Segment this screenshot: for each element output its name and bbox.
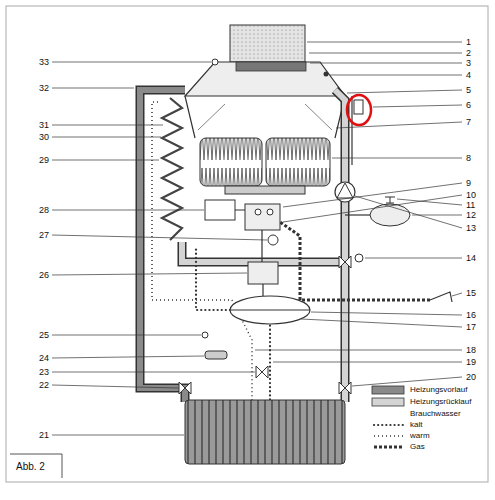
callout-number: 6 [466, 101, 471, 110]
callout-number: 18 [466, 346, 476, 355]
pump-symbol [337, 183, 353, 198]
expansion-vessel [370, 204, 410, 226]
callout-number: 3 [466, 59, 471, 68]
legend-text: warm [410, 432, 430, 440]
legend-text: Brauchwasser [410, 410, 461, 418]
radiator [185, 400, 345, 464]
callout-number: 24 [39, 354, 49, 363]
callout-number: 23 [39, 368, 49, 377]
callout-number: 27 [39, 231, 49, 240]
callout-number: 10 [466, 191, 476, 200]
callout-number: 31 [39, 121, 49, 130]
burner-manifold [225, 186, 305, 194]
callout-number: 14 [466, 254, 476, 263]
chamber-wall [185, 96, 345, 138]
gas-tap [430, 292, 452, 302]
legend-sample [374, 435, 404, 437]
return-pipe [182, 90, 345, 402]
callout-number: 1 [466, 38, 471, 47]
legend-swatch [372, 386, 404, 394]
heat-exchanger [185, 62, 345, 96]
legend-text: kalt [410, 421, 422, 429]
legend-sample [374, 446, 404, 449]
frame [6, 6, 488, 482]
air-valve [385, 197, 395, 203]
three-way-valve [339, 256, 351, 268]
callout-number: 9 [466, 179, 471, 188]
legend-text: Heizungsvorlauf [410, 386, 467, 394]
caption-frame [10, 454, 62, 478]
callout-number: 13 [466, 224, 476, 233]
callout-number: 5 [466, 86, 471, 95]
callout-number: 21 [39, 431, 49, 440]
flue-hood [230, 25, 305, 62]
sensor [202, 332, 208, 338]
diaphragm-valve [230, 296, 310, 324]
valve [256, 366, 268, 378]
callout-number: 12 [466, 211, 476, 220]
callout-number: 29 [39, 156, 49, 165]
callout-number: 30 [39, 133, 49, 142]
callout-number: 2 [466, 49, 471, 58]
callout-number: 33 [39, 58, 49, 67]
drain [205, 351, 227, 359]
callout-number: 15 [466, 289, 476, 298]
gas-line [280, 222, 430, 300]
callout-number: 8 [466, 154, 471, 163]
legend-text: Heizungsrücklauf [410, 398, 471, 406]
callout-number: 17 [466, 323, 476, 332]
legend-swatch [372, 398, 404, 406]
legend-sample [374, 424, 404, 426]
burner [200, 138, 262, 186]
exchanger-block [236, 62, 306, 71]
callout-number: 28 [39, 206, 49, 215]
leader-lines [52, 42, 462, 435]
callout-number: 20 [466, 373, 476, 382]
valve-motor [355, 254, 363, 262]
highlight-ring [347, 95, 371, 125]
callout-number: 16 [466, 311, 476, 320]
callout-number: 11 [466, 201, 475, 210]
callout-number: 32 [39, 84, 49, 93]
callout-number: 26 [39, 271, 49, 280]
valve [179, 382, 191, 394]
callout-number: 22 [39, 381, 49, 390]
control-box [248, 262, 278, 284]
chamber-baffle [198, 104, 332, 130]
callout-number: 19 [466, 358, 476, 367]
callout-number: 4 [466, 71, 471, 80]
valve [339, 382, 351, 394]
burner [266, 138, 330, 186]
water-coil [162, 98, 182, 240]
ignition-unit [205, 200, 235, 220]
callout-number: 7 [466, 118, 471, 127]
callout-number: 25 [39, 331, 49, 340]
sensor [212, 59, 218, 65]
legend-text: Gas [410, 443, 425, 451]
regulator [268, 235, 278, 245]
gas-valve [245, 204, 280, 230]
sensor [324, 72, 329, 77]
safety-sensor [354, 100, 363, 114]
figure-caption: Abb. 2 [16, 462, 45, 472]
